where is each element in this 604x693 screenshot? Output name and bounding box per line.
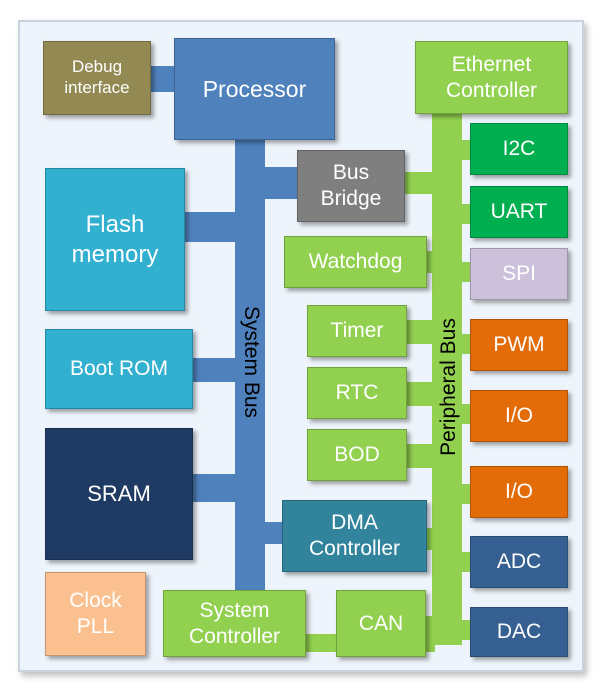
dac-block: DAC	[470, 607, 568, 657]
watchdog-block: Watchdog	[284, 236, 427, 288]
io-block-1: I/O	[470, 390, 568, 442]
flash-memory-block: Flash memory	[45, 168, 185, 311]
system-controller-block: System Controller	[163, 590, 306, 657]
debug-interface-block: Debug interface	[43, 41, 151, 115]
peripheral-bus	[432, 105, 462, 645]
can-block: CAN	[336, 590, 426, 657]
io-block-2: I/O	[470, 466, 568, 518]
clock-pll-block: Clock PLL	[45, 572, 146, 656]
system-bus	[235, 135, 265, 593]
system-bus-link-bridge	[262, 167, 302, 199]
ethernet-controller-block: Ethernet Controller	[415, 41, 568, 114]
adc-block: ADC	[470, 536, 568, 588]
peripheral-bus-label: Peripheral Bus	[437, 318, 460, 456]
system-bus-label: System Bus	[240, 305, 263, 419]
system-bus-link-bootrom	[190, 358, 240, 382]
system-bus-link-dma	[262, 522, 284, 544]
bod-block: BOD	[307, 429, 407, 481]
peripheral-bus-link-bod	[406, 444, 436, 468]
timer-block: Timer	[307, 305, 407, 357]
system-bus-link-debug	[150, 66, 176, 92]
processor-block: Processor	[174, 38, 335, 140]
rtc-block: RTC	[307, 367, 407, 419]
system-bus-link-flash	[184, 212, 240, 242]
i2c-block: I2C	[470, 123, 568, 175]
system-bus-link-sram	[192, 474, 240, 502]
peripheral-bus-link-rtc	[406, 382, 436, 406]
spi-block: SPI	[470, 248, 568, 300]
dma-controller-block: DMA Controller	[282, 500, 427, 572]
sram-block: SRAM	[45, 428, 193, 560]
peripheral-bus-link-bridge	[402, 172, 438, 194]
peripheral-bus-link-watchdog	[424, 251, 436, 273]
pwm-block: PWM	[470, 319, 568, 371]
bus-bridge-block: Bus Bridge	[297, 150, 405, 222]
peripheral-bus-link-dma	[424, 528, 436, 550]
uart-block: UART	[470, 186, 568, 238]
peripheral-bus-link-timer	[406, 320, 436, 344]
boot-rom-block: Boot ROM	[45, 329, 193, 409]
peripheral-bus-link-can	[424, 616, 436, 638]
